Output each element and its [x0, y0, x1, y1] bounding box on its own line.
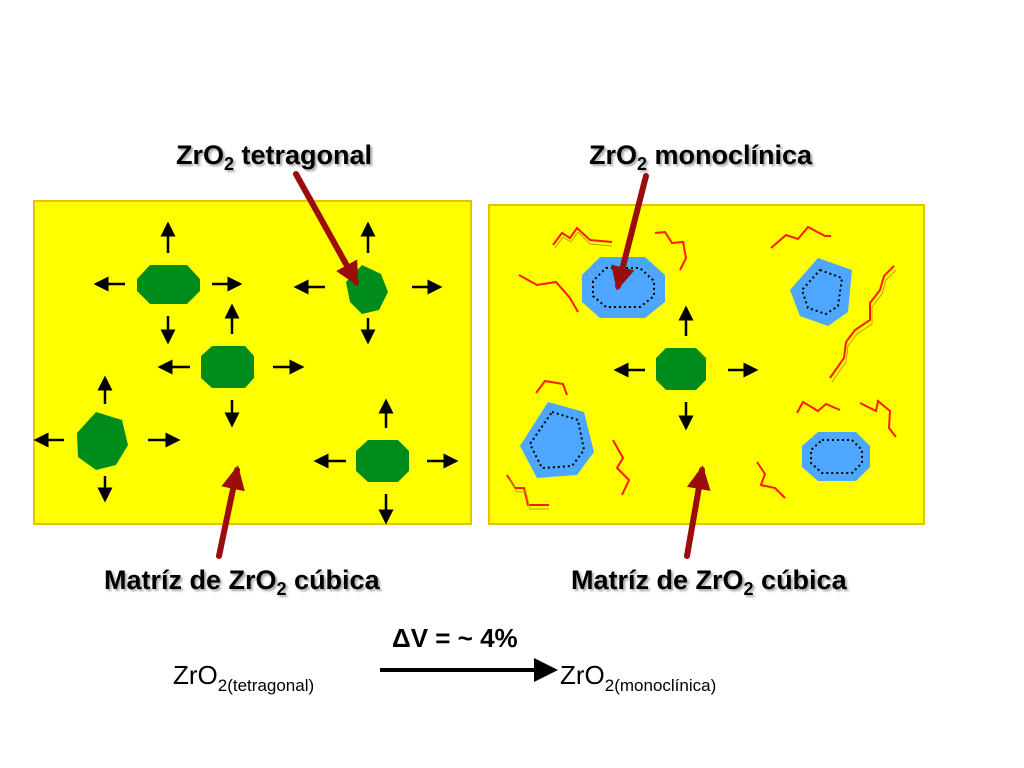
monoclinic-grain: [802, 432, 870, 481]
tetragonal-grain: [201, 346, 254, 388]
microcracks: [506, 225, 897, 506]
label-zro2-monoclinic: ZrO2 monoclínica: [589, 140, 813, 174]
pointer-arrow-monoclinic: [611, 173, 649, 291]
reactant-subscript: 2(tetragonal): [217, 676, 315, 695]
label-matrix-text: Matríz de ZrO: [104, 565, 277, 595]
expansion-arrows: [33, 221, 459, 525]
label-matrix-text: Matríz de ZrO: [571, 565, 744, 595]
monoclinic-grain: [790, 258, 852, 326]
label-zro2-tetragonal: ZrO2 tetragonal: [176, 140, 373, 174]
tetragonal-grain: [137, 265, 200, 304]
label-phase: cúbica: [753, 565, 847, 595]
tetragonal-grain: [77, 412, 128, 470]
equation-reactant: ZrO2(tetragonal): [173, 660, 314, 694]
product-formula: ZrO: [560, 660, 605, 690]
reactant-formula: ZrO: [173, 660, 218, 690]
tetragonal-grain: [656, 348, 706, 390]
label-subscript: 2: [276, 579, 287, 599]
pointer-arrows: [216, 171, 711, 559]
product-subscript: 2(monoclínica): [604, 676, 717, 695]
label-phase: cúbica: [286, 565, 380, 595]
monoclinic-grain: [520, 402, 594, 478]
pointer-arrow-matrix-right: [684, 465, 711, 559]
label-subscript: 2: [224, 154, 235, 174]
pointer-arrow-tetragonal: [293, 171, 359, 287]
label-matrix-right: Matríz de ZrO2 cúbica: [571, 565, 847, 599]
microcracks-shading: [508, 231, 897, 510]
equation-product: ZrO2(monoclínica): [560, 660, 716, 694]
tetragonal-grain: [356, 440, 409, 482]
label-formula: ZrO: [589, 140, 638, 170]
label-subscript: 2: [637, 154, 648, 174]
pointer-arrow-matrix-left: [216, 465, 245, 559]
label-phase: monoclínica: [647, 140, 813, 170]
label-matrix-left: Matríz de ZrO2 cúbica: [104, 565, 380, 599]
label-phase: tetragonal: [234, 140, 373, 170]
label-formula: ZrO: [176, 140, 225, 170]
expansion-arrows: [613, 305, 759, 431]
label-subscript: 2: [743, 579, 754, 599]
volume-change-label: ΔV = ~ 4%: [392, 623, 518, 653]
